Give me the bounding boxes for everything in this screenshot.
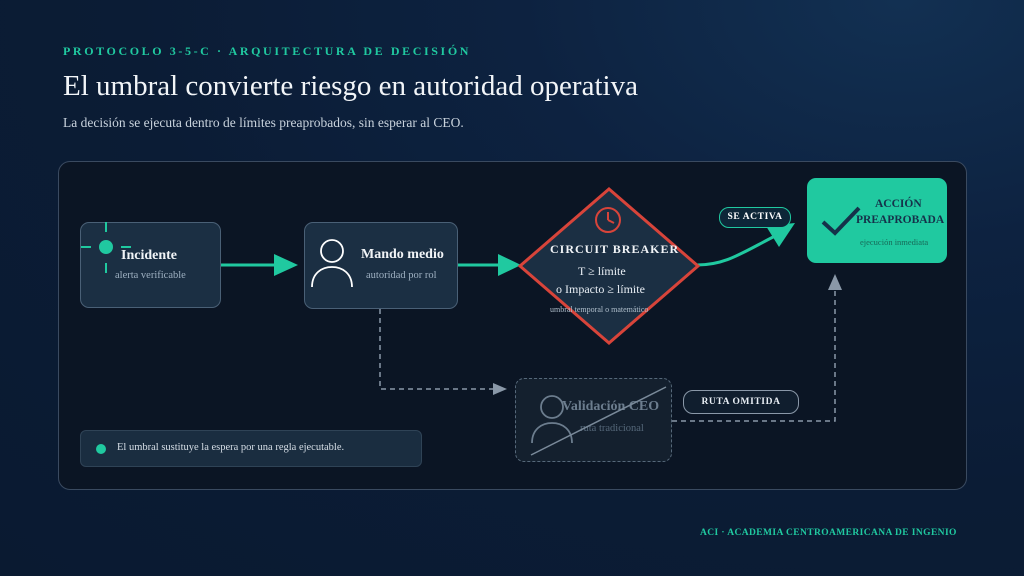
incidente-desc: alerta verificable [115,270,186,281]
node-incidente: Incidente alerta verificable [80,222,221,308]
footer-brand: ACI · ACADEMIA CENTROAMERICANA DE INGENI… [700,528,957,538]
strikethrough-line [530,386,667,456]
note-text: El umbral sustituye la espera por una re… [117,442,345,453]
circuit-breaker-diamond [517,187,701,345]
breaker-desc: umbral temporal o matemático [550,305,649,314]
ceo-desc: ruta tradicional [580,423,644,434]
page-subtitle: La decisión se ejecuta dentro de límites… [63,115,464,130]
clock-icon [595,207,621,233]
mando-name: Mando medio [361,247,444,262]
node-mando-medio: Mando medio autoridad por rol [304,222,458,309]
accion-name-line-1: ACCIÓN [875,198,922,210]
accion-name-line-2: PREAPROBADA [856,214,945,226]
node-accion-preaprobada: ACCIÓN PREAPROBADA ejecución inmediata [807,178,947,263]
incidente-name: Incidente [121,248,177,263]
node-validacion-ceo: Validación CEO ruta tradicional [515,378,672,462]
mando-desc: autoridad por rol [366,270,437,281]
breaker-rule-2: o Impacto ≥ límite [556,282,645,296]
accion-desc: ejecución inmediata [860,237,929,247]
note-box: El umbral sustituye la espera por una re… [80,430,422,467]
checkmark-icon [821,206,861,236]
person-icon [311,239,353,288]
breaker-rule-1: T ≥ límite [578,264,626,278]
page-title: El umbral convierte riesgo en autoridad … [63,70,638,102]
note-bullet-icon [96,444,106,454]
breaker-name: CIRCUIT BREAKER [550,242,680,256]
kicker: PROTOCOLO 3-5-C · ARQUITECTURA DE DECISI… [63,44,472,58]
person-icon [531,395,573,444]
target-crosshair-icon [81,222,131,273]
ruta-omitida-label: RUTA OMITIDA [683,390,799,414]
se-activa-label: SE ACTIVA [719,207,791,228]
